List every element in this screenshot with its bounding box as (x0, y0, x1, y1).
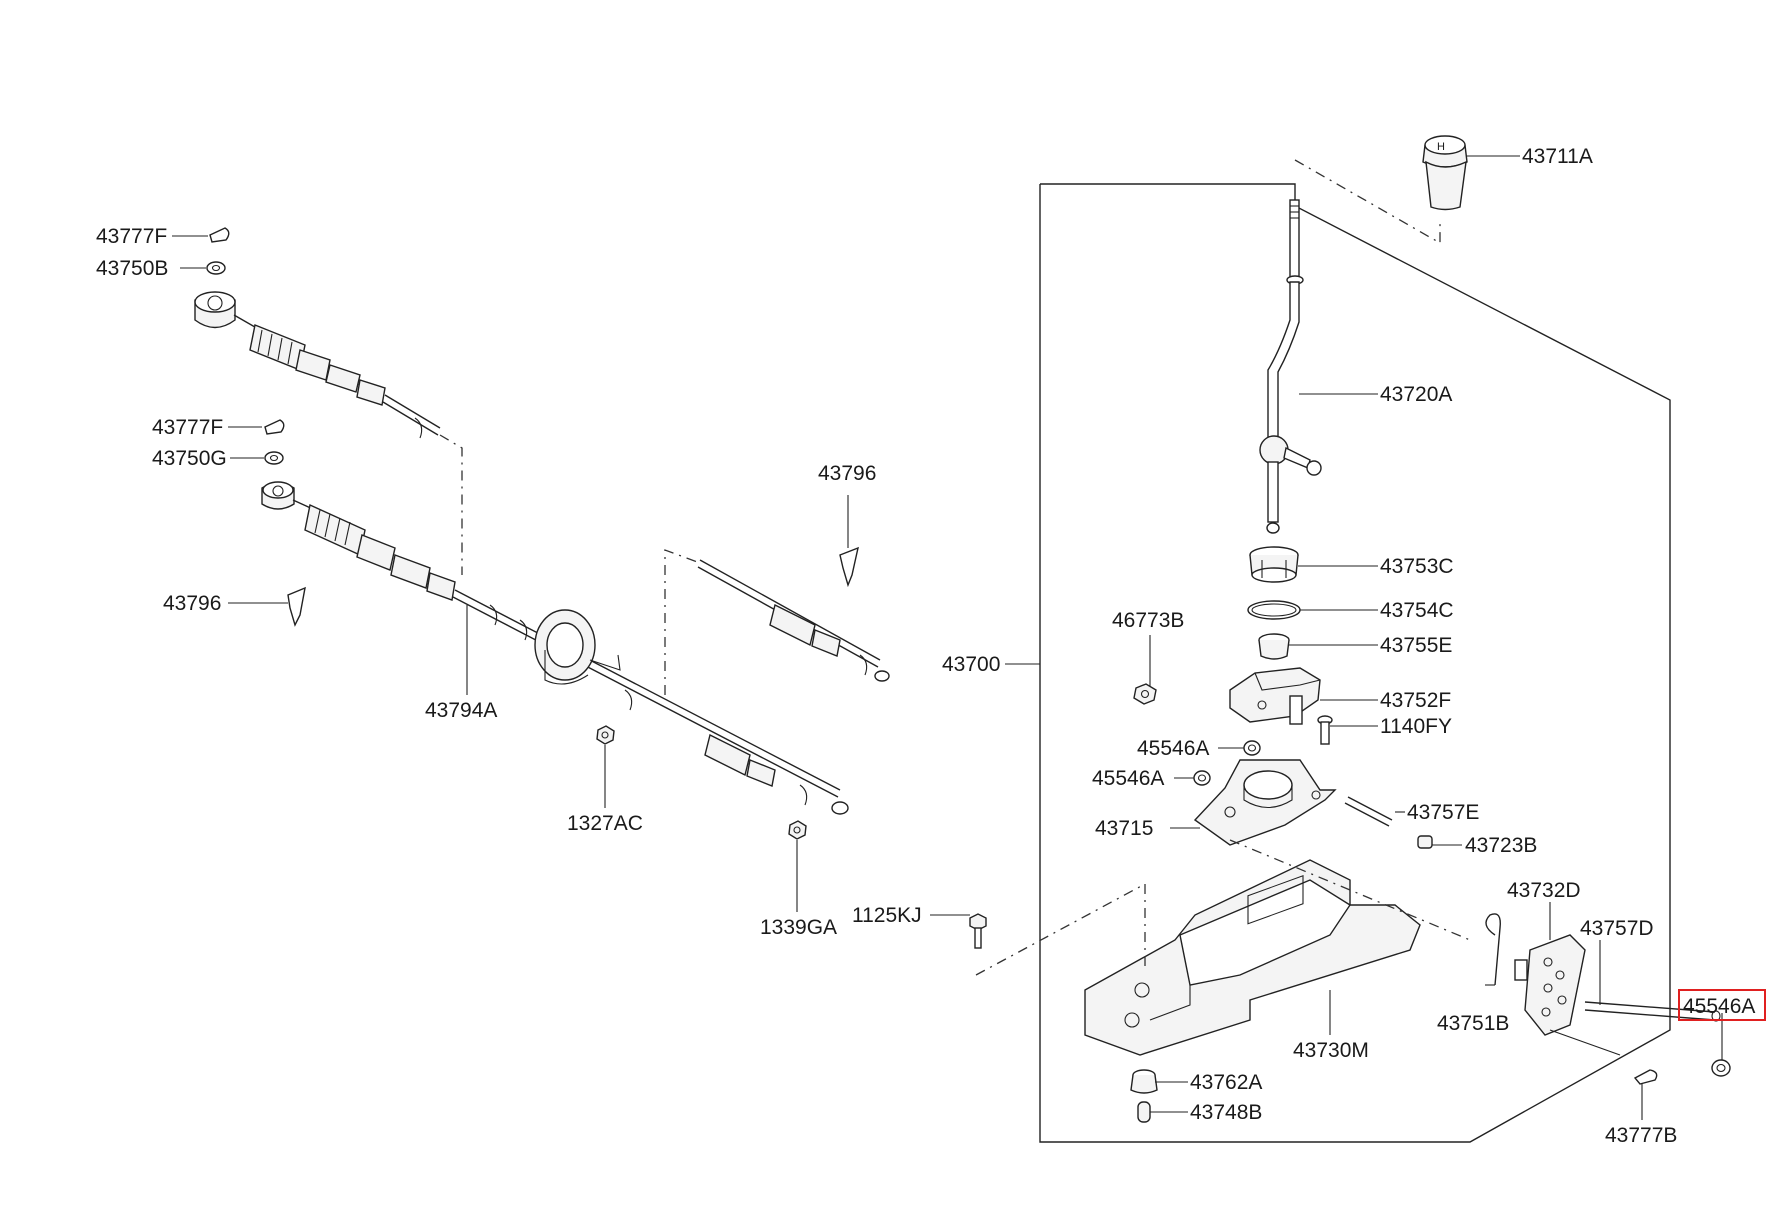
boot-43762A (1130, 1069, 1158, 1094)
label-43755E: 43755E (1380, 634, 1452, 657)
washer-43750B (206, 261, 226, 275)
base-plate-43730M (1084, 859, 1421, 1056)
label-43748B: 43748B (1190, 1101, 1262, 1124)
label-1339GA: 1339GA (760, 916, 837, 939)
label-43777F-1: 43777F (96, 225, 167, 248)
leader-lines (172, 155, 1723, 1120)
assembly-boundary (1039, 183, 1671, 1143)
washer-45546A-1 (1243, 740, 1261, 756)
bushing-43753C (1249, 546, 1299, 583)
clip-43751B (1485, 913, 1501, 986)
pin-43748B (1137, 1101, 1151, 1123)
lower-cable (261, 481, 849, 815)
label-43757E: 43757E (1407, 801, 1479, 824)
nut-1339GA (788, 820, 807, 840)
label-43757D: 43757D (1580, 917, 1654, 940)
label-43777B: 43777B (1605, 1124, 1677, 1147)
label-43753C: 43753C (1380, 555, 1454, 578)
bracket-43752F (1229, 667, 1321, 725)
clip-43777B (1633, 1069, 1658, 1085)
label-1140FY: 1140FY (1380, 715, 1452, 738)
bolt-1125KJ (969, 913, 987, 949)
label-43752F: 43752F (1380, 689, 1451, 712)
label-43711A: 43711A (1522, 145, 1593, 168)
label-43762A: 43762A (1190, 1071, 1262, 1094)
washer-43750G (264, 451, 284, 465)
label-43732D: 43732D (1507, 879, 1581, 902)
highlight-box-45546A (1678, 989, 1766, 1021)
label-43751B: 43751B (1437, 1012, 1509, 1035)
washer-45546A-3 (1711, 1059, 1731, 1077)
housing-43715 (1193, 759, 1337, 846)
cable-dashed-link-2 (664, 549, 701, 695)
pin-43757E (1344, 796, 1393, 827)
shift-lever (1259, 199, 1322, 534)
label-1125KJ: 1125KJ (852, 904, 922, 927)
gear-knob: H (1422, 135, 1468, 211)
housing-dashed-link (1229, 839, 1471, 941)
label-45546A-2: 45546A (1092, 767, 1164, 790)
label-43777F-2: 43777F (152, 416, 223, 439)
label-43754C: 43754C (1380, 599, 1454, 622)
nut-46773B (1133, 683, 1157, 705)
label-43794A: 43794A (425, 699, 497, 722)
label-43750B: 43750B (96, 257, 168, 280)
label-1327AC: 1327AC (567, 812, 643, 835)
bush-43723B (1417, 835, 1433, 849)
branch-cable (697, 559, 890, 682)
base-dashed-link (975, 882, 1146, 976)
label-46773B: 46773B (1112, 609, 1184, 632)
washer-45546A-2 (1193, 770, 1211, 786)
label-43750G: 43750G (152, 447, 227, 470)
label-45546A-1: 45546A (1137, 737, 1209, 760)
plate-43732D (1514, 934, 1586, 1036)
label-43723B: 43723B (1465, 834, 1537, 857)
label-45546A-3: 45546A (1683, 995, 1755, 1018)
clip-43796-1 (287, 586, 306, 627)
clip-43796-2 (839, 546, 859, 588)
clip-43777F-2 (264, 419, 285, 435)
label-43720A: 43720A (1380, 383, 1452, 406)
svg-text:H: H (1437, 141, 1445, 153)
cap-43755E (1258, 633, 1290, 660)
cable-dashed-link-1 (439, 434, 463, 575)
clip-43777F-1 (209, 227, 230, 243)
knob-dashed-link (1294, 159, 1441, 245)
label-43700: 43700 (942, 653, 1000, 676)
label-43796-2: 43796 (818, 462, 876, 485)
bolt-1140FY (1317, 715, 1333, 745)
upper-cable (194, 291, 441, 439)
label-43796-1: 43796 (163, 592, 221, 615)
label-43715: 43715 (1095, 817, 1153, 840)
label-43730M: 43730M (1293, 1039, 1369, 1062)
nut-1327AC (596, 725, 615, 745)
